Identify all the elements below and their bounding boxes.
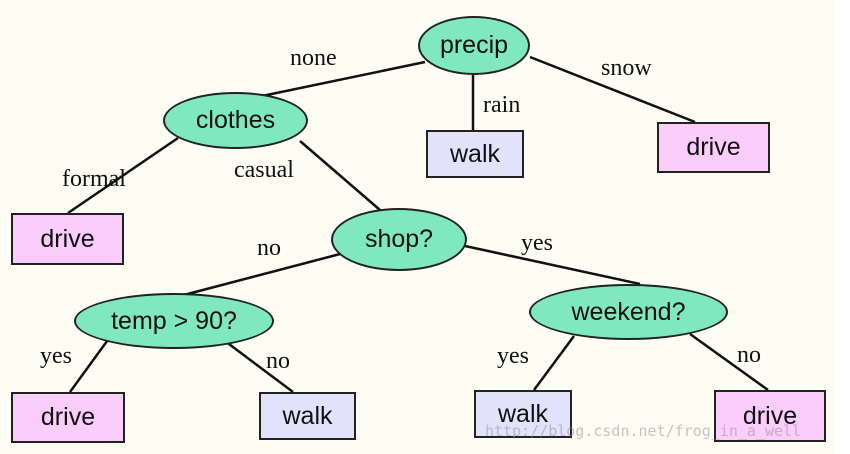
edge-line-clothes-shop — [299, 140, 381, 211]
edge-label-weekend-no: no — [737, 342, 761, 368]
edge-label-shop-yes: yes — [521, 230, 553, 256]
edge-label-shop-no: no — [257, 235, 281, 261]
watermark-text: http://blog.csdn.net/frog_in_a_well — [485, 422, 802, 440]
leaf-weekend-yes-walk: walk — [474, 390, 572, 438]
edge-label-casual: casual — [234, 157, 294, 183]
edge-label-rain: rain — [483, 92, 521, 118]
node-temp: temp > 90? — [74, 293, 274, 349]
edge-line-weekend-drive — [689, 332, 769, 392]
leaf-rain-walk: walk — [426, 130, 524, 178]
leaf-weekend-no-drive: drive — [714, 390, 826, 442]
edge-label-temp-no: no — [266, 348, 290, 374]
edge-label-weekend-yes: yes — [497, 343, 529, 369]
edge-line-precip-clothes — [261, 60, 426, 98]
edge-line-weekend-walk — [532, 335, 576, 391]
node-shop: shop? — [331, 208, 467, 271]
edge-line-shop-temp — [179, 252, 341, 298]
edge-line-precip-drive — [529, 55, 696, 124]
edge-label-formal: formal — [62, 166, 126, 192]
edge-label-temp-yes: yes — [40, 343, 72, 369]
leaf-snow-drive: drive — [657, 122, 770, 173]
node-precip: precip — [418, 16, 530, 75]
node-weekend: weekend? — [529, 284, 728, 340]
leaf-temp-no-walk: walk — [259, 392, 356, 440]
edge-line-clothes-drive — [67, 136, 179, 215]
edge-line-shop-weekend — [464, 244, 641, 286]
edge-label-snow: snow — [601, 55, 652, 81]
leaf-formal-drive: drive — [11, 213, 124, 265]
edge-line-temp-drive — [68, 336, 112, 393]
right-margin — [835, 0, 850, 454]
edge-line-temp-walk — [224, 340, 294, 393]
node-clothes: clothes — [163, 92, 308, 149]
leaf-temp-yes-drive: drive — [11, 392, 125, 443]
edge-label-none: none — [290, 45, 337, 71]
